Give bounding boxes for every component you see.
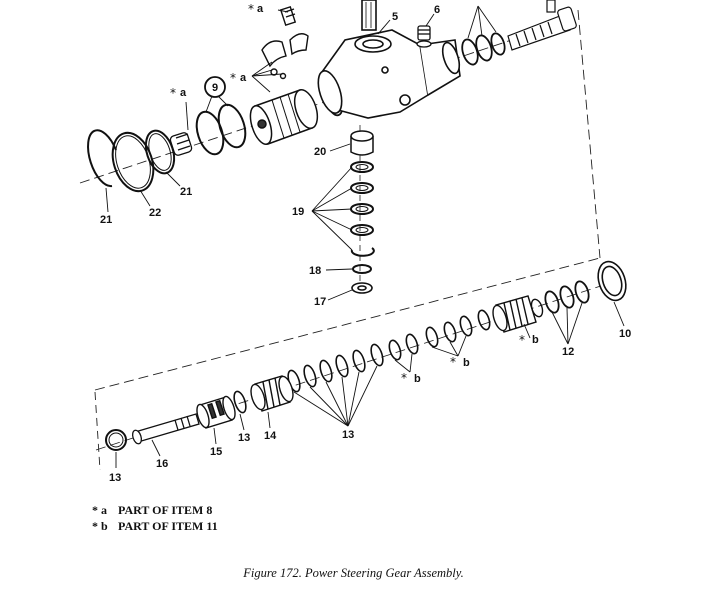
asterisk-b-right: * — [519, 333, 525, 347]
washer-18 — [352, 264, 372, 274]
asterisk-b-mid: * — [450, 355, 456, 369]
figure-caption: Figure 172. Power Steering Gear Assembly… — [243, 566, 464, 580]
callout-21-right: 21 — [180, 186, 192, 198]
asterisk-left: * — [170, 86, 176, 100]
callout-22: 22 — [149, 207, 161, 219]
callout-14: 14 — [264, 430, 277, 442]
callout-20: 20 — [314, 146, 326, 158]
asterisk-b-left: * — [401, 371, 407, 385]
callout-21-left: 21 — [100, 214, 112, 226]
callout-5: 5 — [392, 11, 398, 23]
piston-part — [249, 88, 319, 145]
nut-17 — [351, 282, 373, 294]
callout-13-mid: 13 — [238, 432, 250, 444]
plug-part — [169, 132, 193, 156]
ring-13-left — [105, 429, 127, 451]
ring-21-right — [144, 129, 176, 175]
shaft-16 — [131, 413, 200, 445]
legend-text-a: PART OF ITEM 8 — [118, 503, 213, 517]
callout-b-mid: b — [463, 357, 470, 369]
item-9-highlight-circle — [204, 76, 226, 98]
callout-6: 6 — [434, 4, 440, 16]
bearing-15 — [196, 395, 236, 429]
callout-16: 16 — [156, 458, 168, 470]
leader-lines — [105, 5, 625, 468]
clamp-bracket — [261, 5, 309, 80]
ring-22 — [111, 131, 155, 193]
ring-13-mid — [233, 390, 247, 414]
callout-17: 17 — [314, 296, 326, 308]
callout-b-right: b — [532, 334, 539, 346]
bushing-20 — [350, 130, 374, 156]
asterisk-top: * — [248, 2, 254, 16]
legend-text-b: PART OF ITEM 11 — [118, 519, 218, 533]
legend-marker-a: * a — [92, 503, 107, 517]
callout-12: 12 — [562, 346, 574, 358]
worm-gear-upper — [492, 295, 544, 333]
callout-15: 15 — [210, 446, 222, 458]
callout-a-top: a — [257, 3, 264, 15]
fitting-6 — [416, 25, 432, 48]
o-rings-9 — [195, 103, 247, 156]
callout-a-group: a — [240, 72, 247, 84]
callout-b-left: b — [414, 373, 421, 385]
snap-ring-21-left — [87, 129, 117, 188]
gear-housing — [317, 0, 461, 119]
callout-a-left: a — [180, 87, 187, 99]
bearing-stack-19 — [350, 161, 375, 257]
seal-rings-b — [388, 309, 491, 361]
adjuster-screw — [507, 0, 577, 51]
legend-marker-b: * b — [92, 519, 108, 533]
callout-19: 19 — [292, 206, 304, 218]
valve-rings-top — [461, 32, 506, 66]
callout-13-group: 13 — [342, 429, 354, 441]
callout-9: 9 — [212, 82, 218, 94]
legend-item-a: * a PART OF ITEM 8 — [92, 502, 212, 518]
legend-item-b: * b PART OF ITEM 11 — [92, 518, 218, 534]
callout-13-left: 13 — [109, 472, 121, 484]
callout-10: 10 — [619, 328, 631, 340]
callout-18: 18 — [309, 265, 321, 277]
asterisk-group: * — [230, 71, 236, 85]
snap-rings-13 — [287, 343, 384, 393]
nut-10 — [597, 260, 627, 302]
rings-12 — [544, 280, 590, 314]
worm-gear-14 — [250, 375, 294, 412]
